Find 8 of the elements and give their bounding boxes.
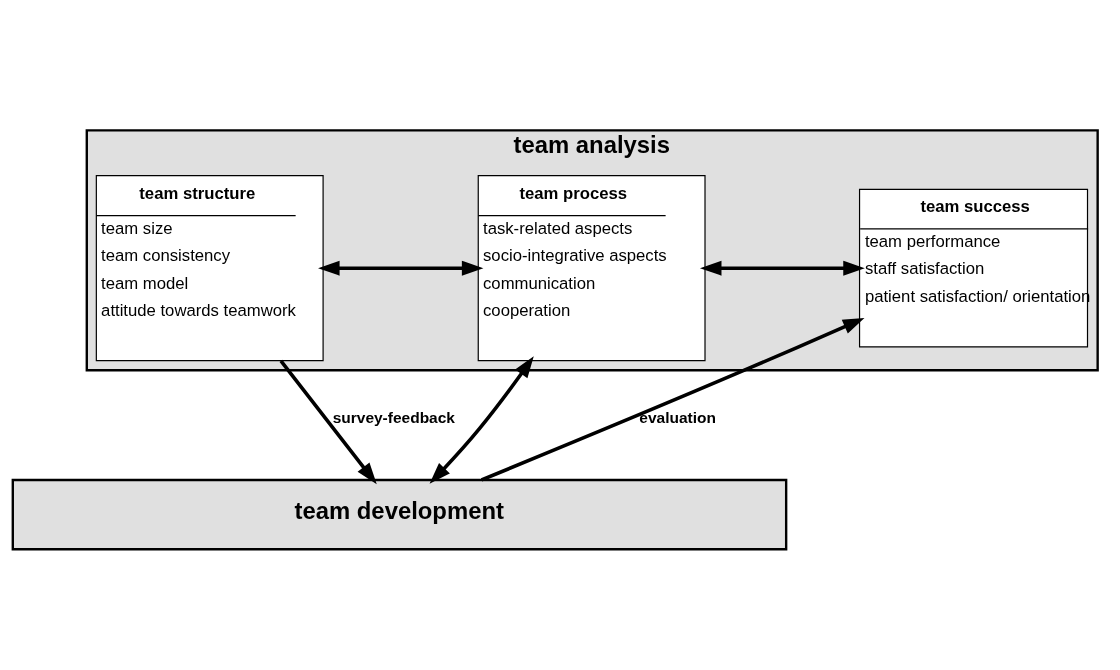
edge-label: survey-feedback	[332, 409, 455, 427]
arrow	[480, 317, 865, 482]
arrow	[429, 356, 534, 484]
arrow	[699, 260, 865, 276]
edge-label: evaluation	[639, 409, 717, 427]
arrow	[279, 359, 377, 485]
node-box: team development	[11, 478, 788, 551]
arrow	[318, 260, 484, 276]
